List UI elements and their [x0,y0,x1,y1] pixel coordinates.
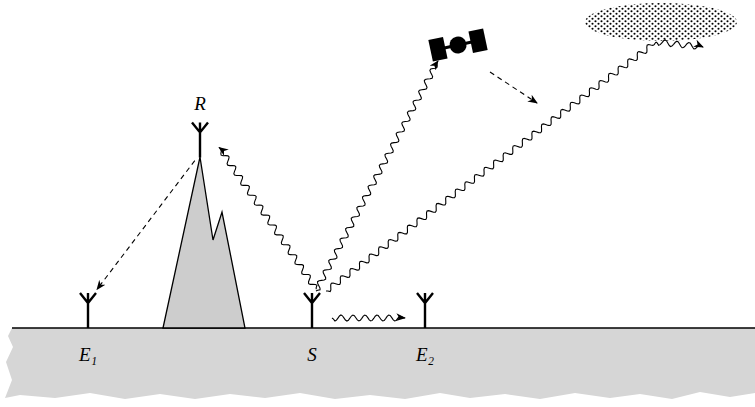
radio-link [332,315,405,321]
station-label: E₁ [79,345,97,366]
antenna-shape [304,293,320,328]
antenna-node: E₁ [70,291,106,367]
station-label: E₂ [416,345,434,366]
wave-signal [656,40,703,49]
wave-signal [316,61,438,291]
dashed-signal [490,72,537,103]
relay-link [97,161,195,290]
ground-line [12,327,755,328]
satellite [428,28,487,61]
antenna-shape [192,122,208,157]
signal-paths [316,40,703,292]
antenna-shape [417,293,433,328]
antenna-node: E₂ [407,291,443,367]
station-label: S [307,345,317,366]
ground [5,328,755,399]
antenna-node: S [294,291,330,367]
radio-link [219,147,317,289]
antenna-shape [80,293,96,328]
mountain [163,157,245,328]
station-label: R [194,94,206,115]
antenna-node: R [182,92,218,159]
ionosphere-cloud [585,3,737,41]
wave-signal [326,42,656,292]
